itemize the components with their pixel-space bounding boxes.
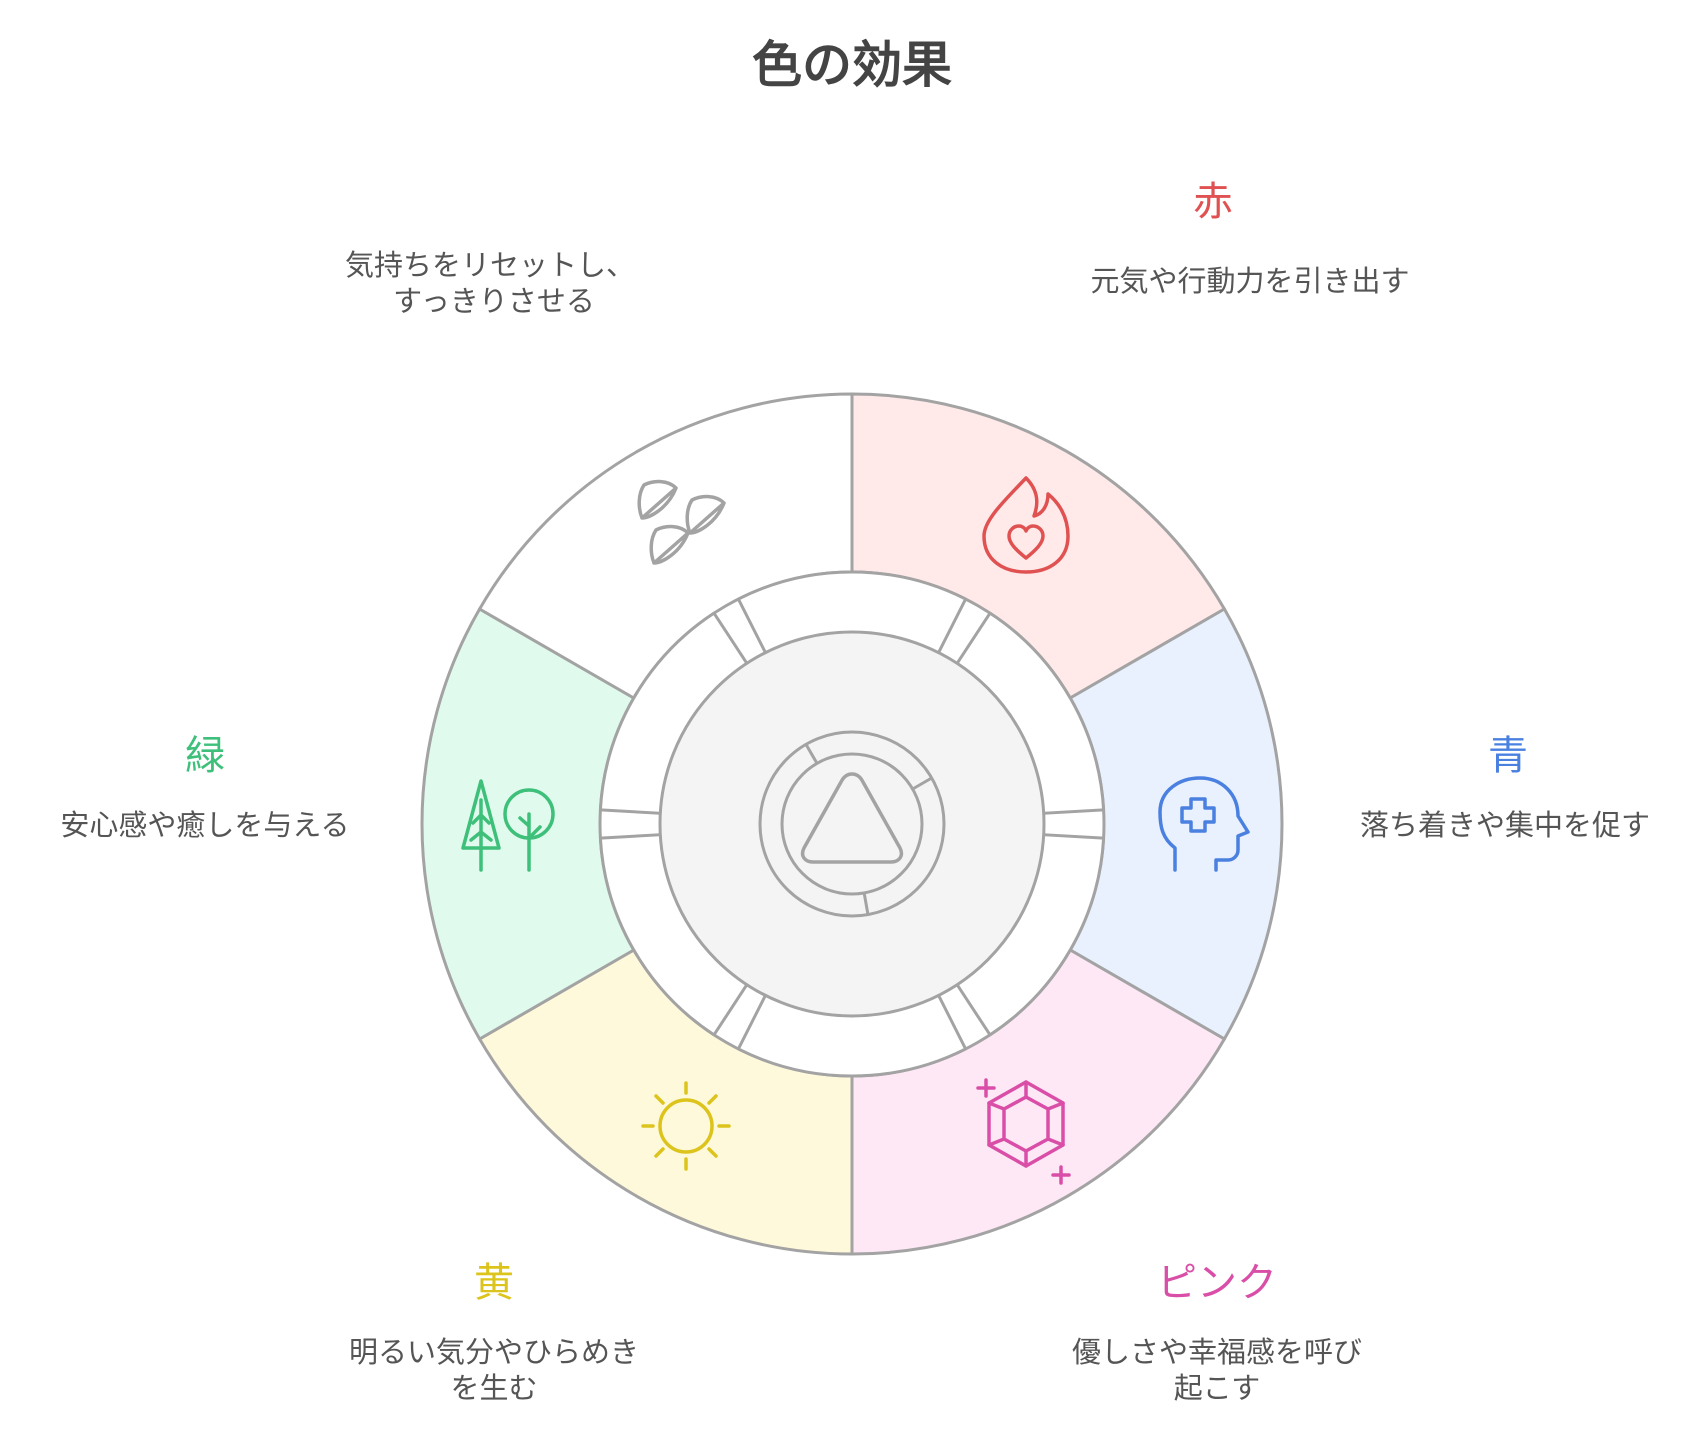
desc-red-line1: 元気や行動力を引き出す xyxy=(1090,264,1409,298)
desc-pink-line1: 優しさや幸福感を呼び xyxy=(1072,1335,1362,1369)
label-yellow: 黄 xyxy=(474,1260,514,1306)
head-plus-icon xyxy=(1158,776,1250,872)
center-disc xyxy=(658,630,1046,1018)
label-green: 緑 xyxy=(185,733,225,779)
leaves-icon xyxy=(637,479,726,565)
center-ring-inner xyxy=(780,752,924,896)
color-wheel xyxy=(420,392,1284,1256)
label-red: 赤 xyxy=(1193,179,1233,225)
desc-neutral-line1: 気持ちをリセットし、 xyxy=(345,248,635,282)
label-pink: ピンク xyxy=(1157,1260,1277,1306)
desc-yellow-line1: 明るい気分やひらめき xyxy=(349,1335,639,1369)
label-blue: 青 xyxy=(1488,733,1528,779)
desc-blue-line1: 落ち着きや集中を促す xyxy=(1360,808,1650,842)
desc-pink-line2: 起こす xyxy=(1174,1371,1260,1405)
center-ring-outer xyxy=(758,730,946,918)
center-ring-divider-2 xyxy=(862,892,870,915)
flame-heart-icon xyxy=(982,476,1070,574)
triangle-icon xyxy=(800,772,904,864)
page-title: 色の効果 xyxy=(752,36,952,94)
desc-yellow-line2: を生む xyxy=(450,1371,537,1405)
center-ring-divider-1 xyxy=(911,776,933,791)
trees-icon xyxy=(461,779,555,872)
gem-sparkle-icon xyxy=(976,1078,1071,1185)
center-ring-divider-0 xyxy=(804,743,819,765)
desc-green-line1: 安心感や癒しを与える xyxy=(60,808,349,842)
desc-neutral-line2: すっきりさせる xyxy=(393,284,595,318)
sun-icon xyxy=(641,1081,731,1171)
